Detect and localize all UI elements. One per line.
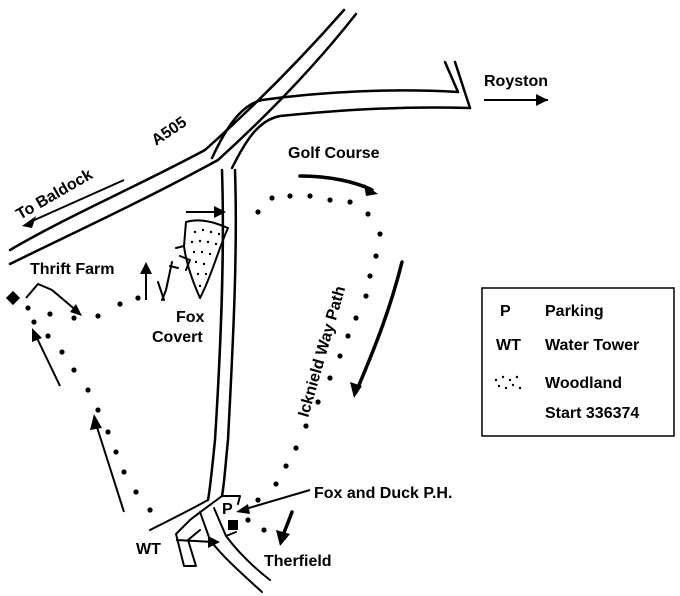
a505-road bbox=[8, 8, 358, 266]
woodland-dots-fill bbox=[190, 228, 221, 288]
therfield-label: Therfield bbox=[264, 553, 332, 570]
wt-label: WT bbox=[136, 541, 161, 558]
legend-start-reference: Start 336374 bbox=[545, 405, 639, 422]
legend-symbol-parking: P bbox=[500, 303, 511, 320]
thrift-farm-label: Thrift Farm bbox=[30, 261, 114, 278]
walk-route-dots bbox=[25, 193, 383, 533]
golf-course-label: Golf Course bbox=[288, 145, 380, 162]
fox-covert-label-line2: Covert bbox=[152, 329, 203, 346]
legend-label-parking: Parking bbox=[545, 303, 604, 320]
legend-woodland-icon bbox=[494, 375, 522, 390]
a505-label: A505 bbox=[149, 114, 190, 150]
fox-and-duck-label: Fox and Duck P.H. bbox=[314, 485, 452, 502]
parking-square bbox=[228, 520, 238, 530]
royston-label: Royston bbox=[484, 73, 548, 90]
legend-label-woodland: Woodland bbox=[545, 375, 622, 392]
to-baldock-label: To Baldock bbox=[14, 166, 96, 223]
legend-label-water-tower: Water Tower bbox=[545, 337, 639, 354]
legend-frame bbox=[481, 287, 675, 437]
therfield-road bbox=[206, 168, 238, 502]
direction-arrows bbox=[22, 94, 548, 548]
fox-covert-label-line1: Fox bbox=[176, 309, 205, 326]
village-streets bbox=[149, 495, 271, 593]
legend: P Parking WT Water Tower Woodland Start … bbox=[481, 287, 675, 437]
icknield-way-path-label: Icknield Way Path bbox=[296, 284, 350, 419]
fox-covert-woodland bbox=[157, 219, 229, 301]
royston-road bbox=[210, 60, 472, 170]
legend-symbol-water-tower: WT bbox=[496, 337, 521, 354]
start-marker-diamond bbox=[5, 290, 21, 306]
parking-symbol-map: P bbox=[222, 501, 233, 518]
